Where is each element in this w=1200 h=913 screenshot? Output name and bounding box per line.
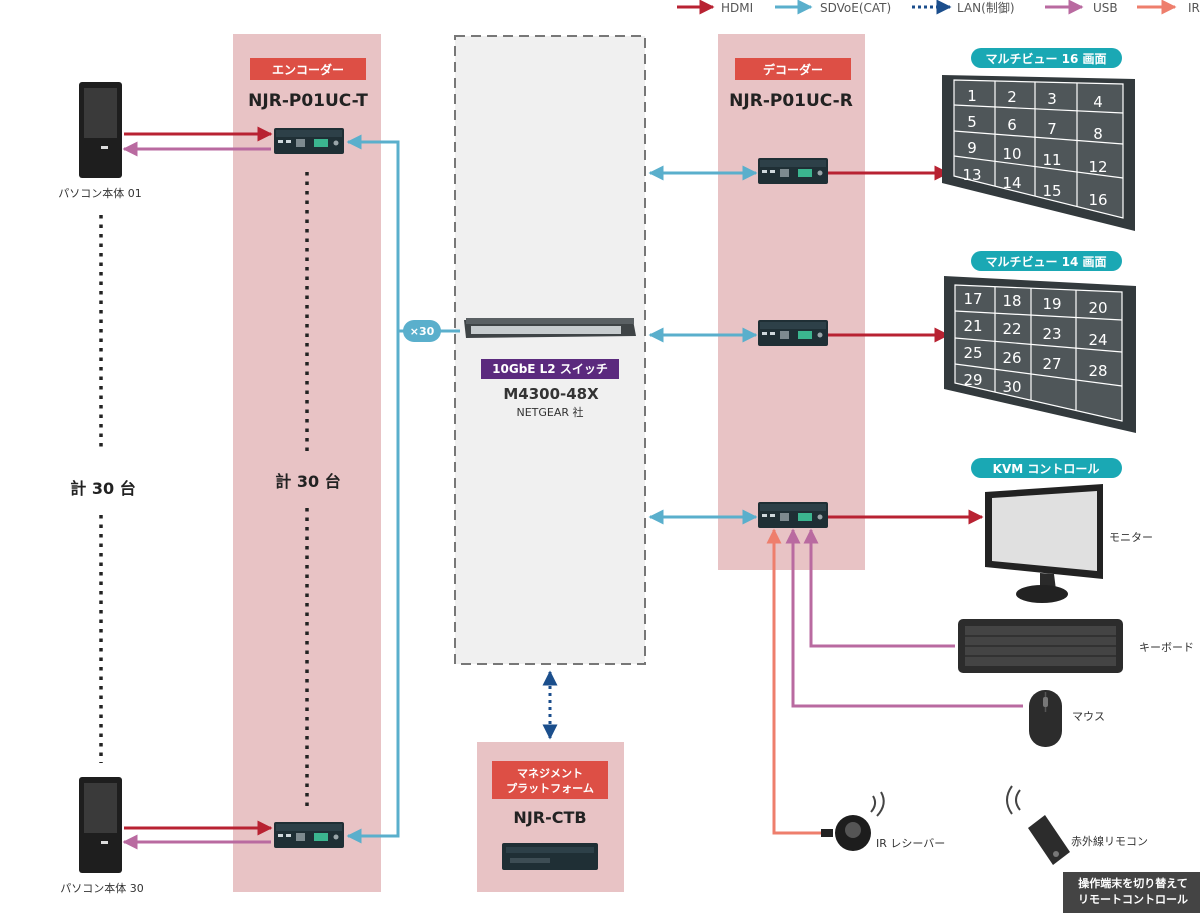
decoder-model: NJR-P01UC-R (729, 91, 853, 111)
decoder-device-3 (758, 502, 828, 528)
multiview14-display (944, 276, 1136, 433)
remote-note-line1: 操作端末を切り替えて (1078, 876, 1187, 890)
remote-label: 赤外線リモコン (1071, 834, 1148, 848)
monitor-label: モニター (1109, 531, 1153, 544)
mv16-cell: 12 (1088, 158, 1107, 176)
ir-receiver-icon (821, 791, 885, 851)
encoder-device-01 (274, 128, 344, 154)
monitor-icon (985, 484, 1103, 603)
ir-decoder-to-receiver (766, 528, 828, 835)
encoder-badge (250, 58, 366, 80)
mv16-cell: 10 (1002, 145, 1021, 163)
encoder-zone (233, 34, 381, 892)
mv14-cell: 30 (1002, 378, 1021, 396)
mv16-cell: 1 (967, 87, 977, 105)
mv14-cell: 25 (963, 344, 982, 362)
kvm-title: KVM コントロール (993, 462, 1100, 476)
multiview16-cells: 1 2 3 4 5 6 7 8 9 10 11 12 13 14 15 16 (962, 87, 1107, 209)
decoder-badge-text: デコーダー (763, 62, 823, 77)
legend: HDMI SDVoE(CAT) LAN(制御) USB IR (677, 0, 1200, 15)
pc-tower-30 (79, 777, 122, 873)
mv16-cell: 9 (967, 139, 977, 157)
multiview16-display (942, 75, 1135, 231)
usb-decoder-to-keyboard (803, 528, 955, 648)
pc-count: 計 30 台 (70, 479, 135, 498)
mv16-cell: 7 (1047, 120, 1057, 138)
mv14-cell: 17 (963, 290, 982, 308)
mv14-cell: 28 (1088, 362, 1107, 380)
management-badge-line1: マネジメント (517, 767, 583, 780)
kvm-title-pill (971, 458, 1122, 478)
management-badge (492, 761, 608, 799)
mouse-icon (1029, 690, 1062, 747)
legend-hdmi: HDMI (721, 1, 753, 15)
encoder-model: NJR-P01UC-T (248, 91, 368, 111)
encoder-device-30 (274, 822, 344, 848)
mv16-cell: 15 (1042, 182, 1061, 200)
keyboard-icon (958, 619, 1123, 673)
remote-note-line2: リモートコントロール (1078, 893, 1188, 906)
multiplier-pill (403, 320, 441, 342)
management-badge-line2: プラットフォーム (506, 781, 594, 795)
remote-note: 操作端末を切り替えて リモートコントロール (1063, 872, 1200, 913)
pc-tower-01 (79, 82, 122, 178)
mv14-cell: 18 (1002, 292, 1021, 310)
mv14-cell: 23 (1042, 325, 1061, 343)
mv16-cell: 11 (1042, 151, 1061, 169)
mv16-cell: 16 (1088, 191, 1107, 209)
decoder-badge (735, 58, 851, 80)
mv14-cell: 20 (1088, 299, 1107, 317)
encoder-count: 計 30 台 (275, 472, 340, 491)
mv16-cell: 13 (962, 166, 981, 184)
ir-receiver-label: IR レシーバー (876, 837, 945, 850)
legend-lan: LAN(制御) (957, 0, 1015, 15)
legend-usb: USB (1093, 1, 1118, 15)
decoder-zone (718, 34, 865, 570)
switch-badge-text: 10GbE L2 スイッチ (492, 362, 608, 376)
legend-sdvoe: SDVoE(CAT) (820, 1, 891, 15)
multiview16-title: マルチビュー 16 画面 (985, 51, 1106, 66)
mv14-cell: 29 (963, 371, 982, 389)
mv16-cell: 5 (967, 113, 977, 131)
legend-ir: IR (1188, 1, 1200, 15)
pc-label-30: パソコン本体 30 (60, 881, 144, 895)
switch-maker: NETGEAR 社 (516, 405, 583, 419)
mv14-cell: 22 (1002, 320, 1021, 338)
pc-label-01: パソコン本体 01 (58, 186, 142, 200)
sdvoe-encoder-bus (346, 134, 400, 844)
multiview16-title-pill (971, 48, 1122, 68)
switch-model: M4300-48X (503, 385, 599, 403)
switch-zone (454, 35, 646, 665)
multiplier-text: ×30 (410, 325, 435, 338)
mv14-cell: 26 (1002, 349, 1021, 367)
decoder-device-2 (758, 320, 828, 346)
switch-badge (481, 359, 619, 379)
mv16-cell: 14 (1002, 174, 1021, 192)
mv16-cell: 3 (1047, 90, 1057, 108)
multiview14-cells: 17 18 19 20 21 22 23 24 25 26 27 28 29 3… (963, 290, 1107, 396)
mv16-cell: 2 (1007, 88, 1017, 106)
network-switch (464, 318, 636, 338)
management-device (502, 843, 598, 870)
encoder-badge-text: エンコーダー (272, 62, 344, 77)
remote-control-icon (1006, 785, 1070, 865)
multiview14-title: マルチビュー 14 画面 (985, 254, 1106, 269)
mv16-cell: 8 (1093, 125, 1103, 143)
management-model: NJR-CTB (513, 808, 586, 827)
mouse-label: マウス (1072, 710, 1105, 723)
keyboard-label: キーボード (1139, 641, 1194, 654)
mv14-cell: 27 (1042, 355, 1061, 373)
multiview14-title-pill (971, 251, 1122, 271)
mv14-cell: 24 (1088, 331, 1107, 349)
decoder-device-1 (758, 158, 828, 184)
mv16-cell: 4 (1093, 93, 1103, 111)
mv14-cell: 19 (1042, 295, 1061, 313)
mv16-cell: 6 (1007, 116, 1017, 134)
mv14-cell: 21 (963, 317, 982, 335)
usb-decoder-to-mouse (785, 528, 1023, 708)
